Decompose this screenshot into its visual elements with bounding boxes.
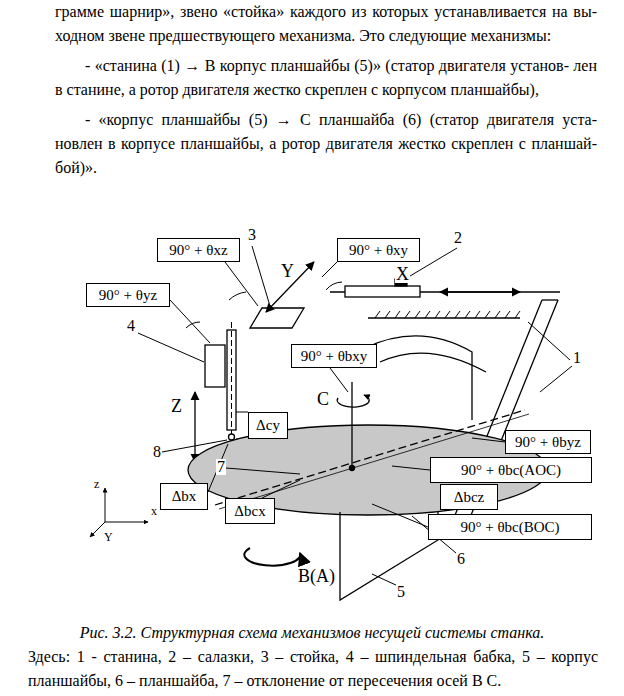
drawing-part: [186, 322, 200, 328]
drawing-part: [262, 480, 300, 498]
drawing-part: [138, 333, 204, 362]
dimension-box: 90° + θbxy: [291, 344, 377, 368]
callout-label: 7: [216, 459, 226, 475]
drawing-part: [440, 291, 520, 292]
dimension-box: 90° + θbc(AOC): [430, 457, 592, 483]
box-text: 90° + θxy: [349, 242, 408, 259]
callout-label: Y: [280, 262, 295, 280]
callout-label: 8: [152, 444, 162, 460]
dimension-box: Δcy: [248, 412, 288, 439]
drawing-part: [205, 345, 225, 387]
drawing-part: [226, 468, 300, 474]
callout-label: x: [150, 505, 158, 517]
paragraph: Здесь: 1 - станина, 2 – салазки, 3 – сто…: [28, 645, 598, 693]
callout-label: 2: [453, 230, 463, 246]
drawing-part: [372, 574, 398, 586]
drawing-part: [244, 548, 300, 566]
paragraph: - «станина (1) → В корпус планшайбы (5)»…: [55, 54, 597, 102]
drawing-part: [345, 286, 420, 297]
callout-label: B(A): [297, 567, 336, 585]
paragraph: грамме шарнир», звено «стойка» каждого и…: [55, 0, 597, 48]
slide-salazki: [330, 279, 520, 297]
dimension-box: Δbcx: [225, 498, 275, 524]
box-text: 90° + θyz: [99, 287, 157, 304]
drawing-part: [472, 438, 505, 442]
callout-label: 4: [126, 318, 136, 334]
box-text: Δcy: [256, 417, 280, 434]
coordinate-axes: [90, 488, 148, 537]
drawing-part: [365, 336, 472, 420]
drawing-part: [392, 466, 430, 470]
drawing-part: [208, 444, 228, 492]
drawing-part: [231, 322, 232, 434]
drawing-part: [380, 353, 486, 372]
callout-label: X: [395, 265, 410, 283]
drawing-part: [105, 488, 106, 522]
callout-label: z: [93, 478, 100, 490]
box-text: 90° + θbxy: [301, 348, 368, 365]
paragraph: - «корпус планшайбы (5) → С планшайба (6…: [55, 108, 597, 180]
drawing-part: [162, 440, 227, 452]
faceplate: [188, 382, 548, 515]
drawing-part: [351, 382, 352, 470]
dimension-box: 90° + θyz: [86, 283, 170, 307]
callout-label: Z: [170, 397, 183, 415]
box-text: 90° + θxz: [169, 242, 227, 259]
drawing-part: [266, 262, 314, 312]
drawing-part: [372, 504, 428, 527]
drawing-part: [540, 366, 572, 392]
drawing-part: [236, 412, 248, 439]
callout-label: C: [316, 390, 330, 408]
box-text: 90° + θbc(BOC): [460, 519, 559, 536]
box-text: Δbcx: [234, 503, 265, 520]
drawing-part: [229, 434, 235, 440]
drawing-part: [322, 262, 337, 277]
drawing-part: [542, 299, 558, 300]
drawing-part: [170, 300, 210, 343]
dimension-box: Δbx: [160, 483, 208, 510]
box-text: Δbx: [172, 488, 197, 505]
legend-text: Здесь: 1 - станина, 2 – салазки, 3 – сто…: [28, 645, 598, 693]
callout-label: 1: [572, 350, 582, 366]
drawing-part: [520, 291, 560, 292]
drawing-part: [105, 522, 148, 523]
drawing-part: [375, 311, 520, 318]
callout-label: Y: [103, 531, 114, 543]
drawing-part: [337, 395, 369, 407]
drawing-part: [194, 392, 195, 462]
dimension-box: 90° + θxy: [337, 238, 420, 262]
dimension-box: 90° + θxz: [157, 238, 240, 262]
faceplate-housing: [244, 512, 438, 600]
box-text: 90° + θbc(AOC): [461, 462, 561, 479]
drawing-part: [528, 322, 570, 360]
drawing-part: [229, 292, 246, 300]
callout-label: 5: [396, 584, 406, 600]
dimension-box: Δbcz: [440, 484, 498, 510]
drawing-part: [225, 262, 258, 306]
figure-caption: Рис. 3.2. Структурная схема механизмов н…: [0, 621, 624, 645]
drawing-part: [252, 246, 270, 306]
drawing-part: [326, 282, 342, 290]
body-text: грамме шарнир», звено «стойка» каждого и…: [55, 0, 597, 180]
callout-label: 6: [456, 551, 466, 567]
dimension-box: 90° + θbc(BOC): [428, 514, 592, 540]
drawing-part: [250, 308, 304, 328]
drawing-part: [350, 466, 355, 471]
dimension-box: 90° + θbyz: [505, 430, 591, 454]
drawing-part: [330, 368, 348, 392]
callout-label: 3: [247, 227, 257, 243]
box-text: Δbcz: [454, 489, 484, 506]
drawing-part: [368, 317, 520, 318]
box-text: 90° + θbyz: [515, 434, 581, 451]
